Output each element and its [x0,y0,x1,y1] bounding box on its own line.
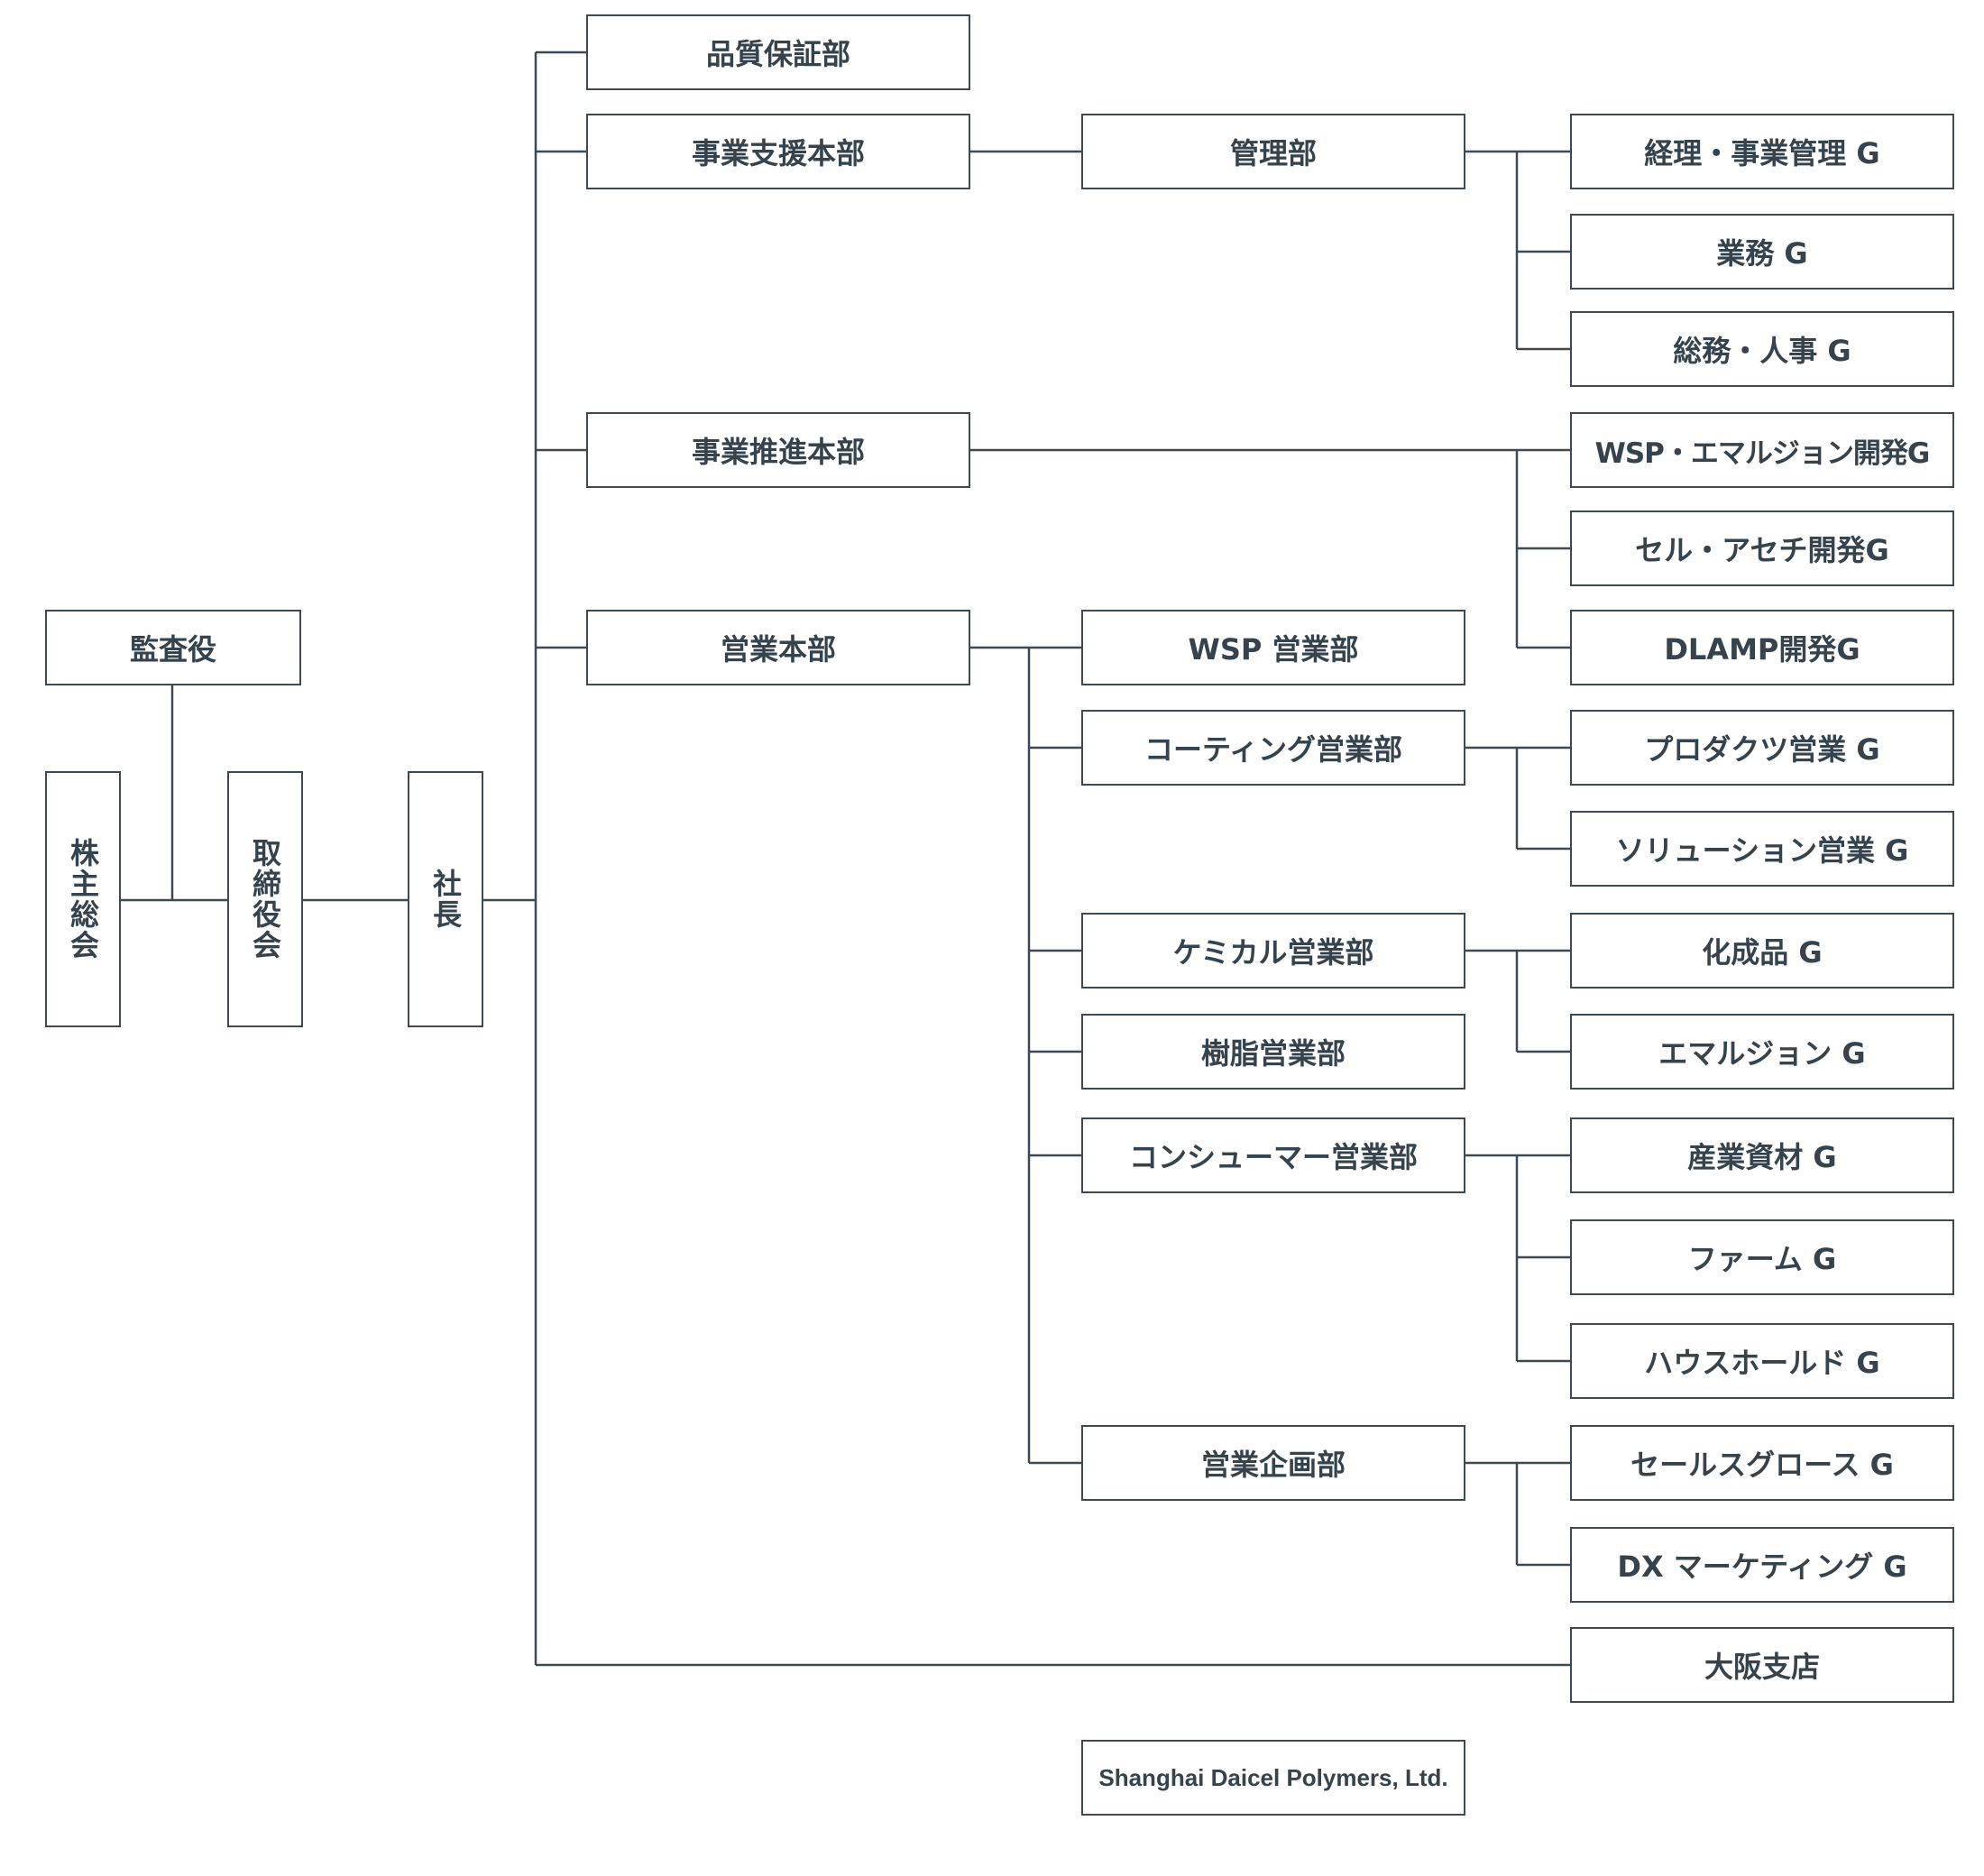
wsp-sales-dept-box: WSP 営業部 [1081,610,1465,685]
dx-marketing-group-box: DX マーケティング G [1570,1527,1954,1603]
sales-division-box: 営業本部 [586,610,970,685]
chemical-products-group-box: 化成品 G [1570,913,1954,989]
general-affairs-group-box: 総務・人事 G [1570,311,1954,387]
solutions-sales-group-box: ソリューション営業 G [1570,811,1954,887]
emulsion-group-box: エマルジョン G [1570,1014,1954,1090]
auditor-box: 監査役 [45,610,301,685]
sales-growth-group-box: セールスグロース G [1570,1425,1954,1501]
osaka-branch-box: 大阪支店 [1570,1627,1954,1703]
board-of-directors-box: 取締役会 [227,771,303,1027]
wsp-emulsion-dev-group-box: WSP・エマルジョン開発G [1570,412,1954,488]
sales-planning-dept-box: 営業企画部 [1081,1425,1465,1501]
household-group-box: ハウスホールド G [1570,1323,1954,1399]
business-support-division-box: 事業支援本部 [586,114,970,189]
administration-dept-box: 管理部 [1081,114,1465,189]
resin-sales-dept-box: 樹脂営業部 [1081,1014,1465,1090]
industrial-materials-group-box: 産業資材 G [1570,1117,1954,1193]
coating-sales-dept-box: コーティング営業部 [1081,710,1465,786]
operations-group-box: 業務 G [1570,214,1954,290]
products-sales-group-box: プロダクツ営業 G [1570,710,1954,786]
business-promotion-division-box: 事業推進本部 [586,412,970,488]
shanghai-daicel-polymers-box: Shanghai Daicel Polymers, Ltd. [1081,1740,1465,1816]
chemical-sales-dept-box: ケミカル営業部 [1081,913,1465,989]
dlamp-dev-group-box: DLAMP開発G [1570,610,1954,685]
shareholders-meeting-box: 株主総会 [45,771,121,1027]
president-box: 社長 [408,771,483,1027]
farm-group-box: ファーム G [1570,1219,1954,1295]
cellulose-acetate-dev-group-box: セル・アセチ開発G [1570,510,1954,586]
accounting-group-box: 経理・事業管理 G [1570,114,1954,189]
consumer-sales-dept-box: コンシューマー営業部 [1081,1117,1465,1193]
quality-assurance-dept-box: 品質保証部 [586,14,970,90]
